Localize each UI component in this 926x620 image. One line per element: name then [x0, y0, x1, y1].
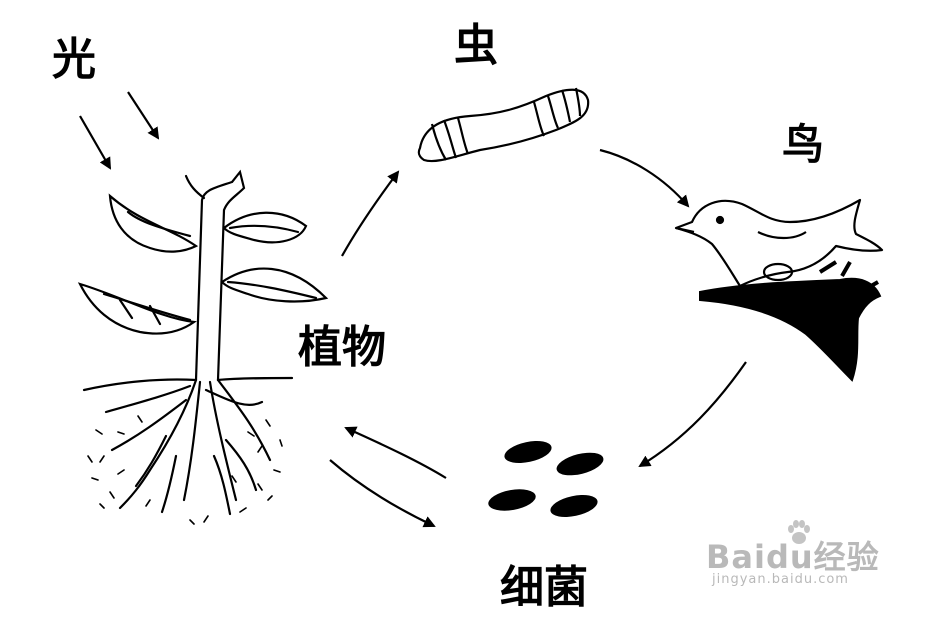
label-plant: 植物	[298, 322, 386, 373]
plant-icon	[77, 169, 329, 525]
label-bird: 鸟	[782, 120, 825, 169]
arrow-plant-to-insect	[341, 170, 400, 257]
bacteria-icon	[488, 441, 604, 517]
label-insect: 虫	[454, 20, 498, 71]
label-light: 光	[52, 34, 96, 85]
paw-icon	[788, 520, 810, 544]
arrow-bird-to-bacteria	[638, 361, 747, 468]
bird-icon	[674, 198, 884, 288]
nest-icon	[699, 260, 882, 382]
label-bacteria: 细菌	[500, 562, 588, 613]
watermark-logo: Baidu经验	[706, 538, 880, 576]
arrow-plant-to-bacteria	[329, 459, 436, 528]
baidu-jingyan-watermark: Baidu经验 jingyan.baidu.com	[706, 520, 906, 616]
arrow-bacteria-to-plant	[344, 426, 447, 479]
light-arrow-icon	[79, 91, 160, 170]
cycle-arrows	[329, 148, 747, 528]
watermark-url: jingyan.baidu.com	[712, 572, 849, 587]
arrow-insect-to-bird	[599, 148, 690, 208]
caterpillar-icon	[417, 87, 590, 163]
